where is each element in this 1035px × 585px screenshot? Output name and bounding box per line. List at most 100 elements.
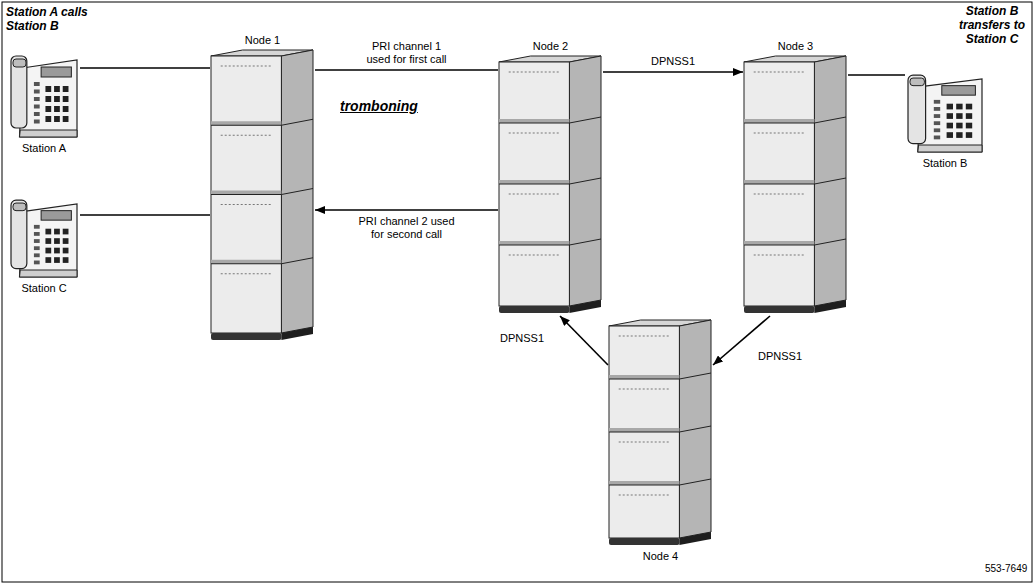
cabinet-tier-lip	[609, 481, 679, 485]
cabinet-base-side	[281, 327, 313, 340]
phone-key	[45, 116, 51, 122]
cabinet-tier-lip	[744, 119, 814, 123]
node-name: Node 3	[778, 38, 813, 54]
cabinet-tier-line	[281, 189, 313, 195]
cabinet-vent	[221, 273, 271, 274]
link-label: DPNSS1	[500, 332, 544, 345]
cabinet-vent	[754, 194, 804, 195]
phone-key	[63, 229, 69, 235]
cabinet-vent	[509, 255, 559, 256]
cabinet-vent	[221, 135, 271, 136]
phone-key	[63, 248, 69, 254]
phone-key	[966, 104, 972, 110]
phone-feature-key	[34, 82, 40, 86]
cabinet-vent	[619, 389, 669, 390]
cabinet-vent	[509, 72, 559, 73]
cabinet-base	[744, 306, 814, 313]
phone-earpiece	[910, 78, 924, 86]
cabinet-tier-lip	[744, 241, 814, 245]
switch-node: Node 1	[210, 32, 315, 343]
phone-key	[947, 113, 953, 119]
cabinet-tier-lip	[211, 191, 281, 195]
telephone-station: Station A	[8, 40, 80, 156]
telephone-drawing	[908, 75, 982, 152]
phone-key	[63, 116, 69, 122]
phone-key	[947, 104, 953, 110]
cabinet-tier-line	[499, 123, 569, 124]
cabinet-tier-line	[679, 373, 711, 379]
phone-feature-key	[34, 105, 40, 109]
phone-key	[63, 96, 69, 102]
cabinet-vent	[619, 336, 669, 337]
phone-feature-key	[34, 90, 40, 94]
phone-bevel	[20, 270, 77, 277]
phone-earpiece	[13, 203, 26, 211]
node-name: Node 4	[643, 548, 678, 564]
node-name: Station C	[21, 280, 66, 296]
cabinet-vent	[619, 495, 669, 496]
cabinet-tier-line	[814, 117, 846, 123]
call-arrow	[603, 71, 743, 73]
link-line	[848, 74, 905, 76]
cabinet-icon	[608, 318, 713, 548]
phone-key	[956, 113, 962, 119]
phone-key	[45, 86, 51, 92]
phone-feature-key	[34, 239, 40, 243]
cabinet-side	[569, 56, 601, 306]
cabinet-tier-line	[499, 245, 569, 246]
phone-feature-key	[34, 232, 40, 236]
phone-feature-key	[34, 225, 40, 229]
phone-feature-key	[34, 97, 40, 101]
switch-node: Node 4	[608, 318, 713, 564]
telephone-drawing	[11, 56, 77, 137]
call-arrow	[315, 209, 498, 211]
node-name: Node 2	[533, 38, 568, 54]
phone-key	[63, 238, 69, 244]
cabinet-vent	[221, 66, 271, 67]
cabinet-base	[609, 538, 679, 545]
scenario-note: Station B transfers to Station C	[955, 4, 1029, 46]
phone-key	[956, 132, 962, 138]
phone-key	[63, 86, 69, 92]
cabinet-base	[499, 306, 569, 313]
phone-key	[54, 86, 60, 92]
phone-key	[947, 123, 953, 129]
link-label: DPNSS1	[758, 350, 802, 363]
telephone-drawing	[11, 200, 77, 277]
cabinet-front	[744, 62, 814, 306]
cabinet-tier-line	[609, 379, 679, 380]
telephone-icon	[905, 60, 985, 155]
cabinet-side	[679, 320, 711, 538]
phone-key	[54, 106, 60, 112]
cabinet-vent	[754, 133, 804, 134]
link-line	[80, 67, 210, 69]
phone-key	[54, 248, 60, 254]
phone-base	[918, 79, 982, 152]
cabinet-tier-line	[499, 184, 569, 185]
cabinet-drawing	[744, 56, 846, 313]
phone-key	[45, 96, 51, 102]
link-label: PRI channel 1 used for first call	[362, 40, 452, 66]
cabinet-base	[211, 333, 281, 340]
cabinet-side	[814, 56, 846, 306]
phone-feature-key	[934, 100, 940, 104]
cabinet-icon	[743, 54, 848, 316]
phone-feature-key	[934, 107, 940, 111]
cabinet-tier-line	[281, 119, 313, 125]
phone-feature-key	[934, 128, 940, 132]
cabinet-tier-lip	[499, 119, 569, 123]
phone-feature-key	[34, 246, 40, 250]
trombone-note: tromboning	[340, 98, 418, 114]
phone-key	[45, 248, 51, 254]
phone-handset	[11, 56, 27, 128]
phone-key	[63, 257, 69, 263]
phone-display	[41, 67, 71, 77]
cabinet-tier-line	[569, 239, 601, 245]
phone-earpiece	[13, 59, 26, 67]
phone-feature-key	[34, 120, 40, 124]
phone-bevel	[20, 130, 77, 137]
cabinet-icon	[210, 48, 315, 343]
phone-feature-key	[34, 261, 40, 265]
link-line	[315, 69, 498, 71]
